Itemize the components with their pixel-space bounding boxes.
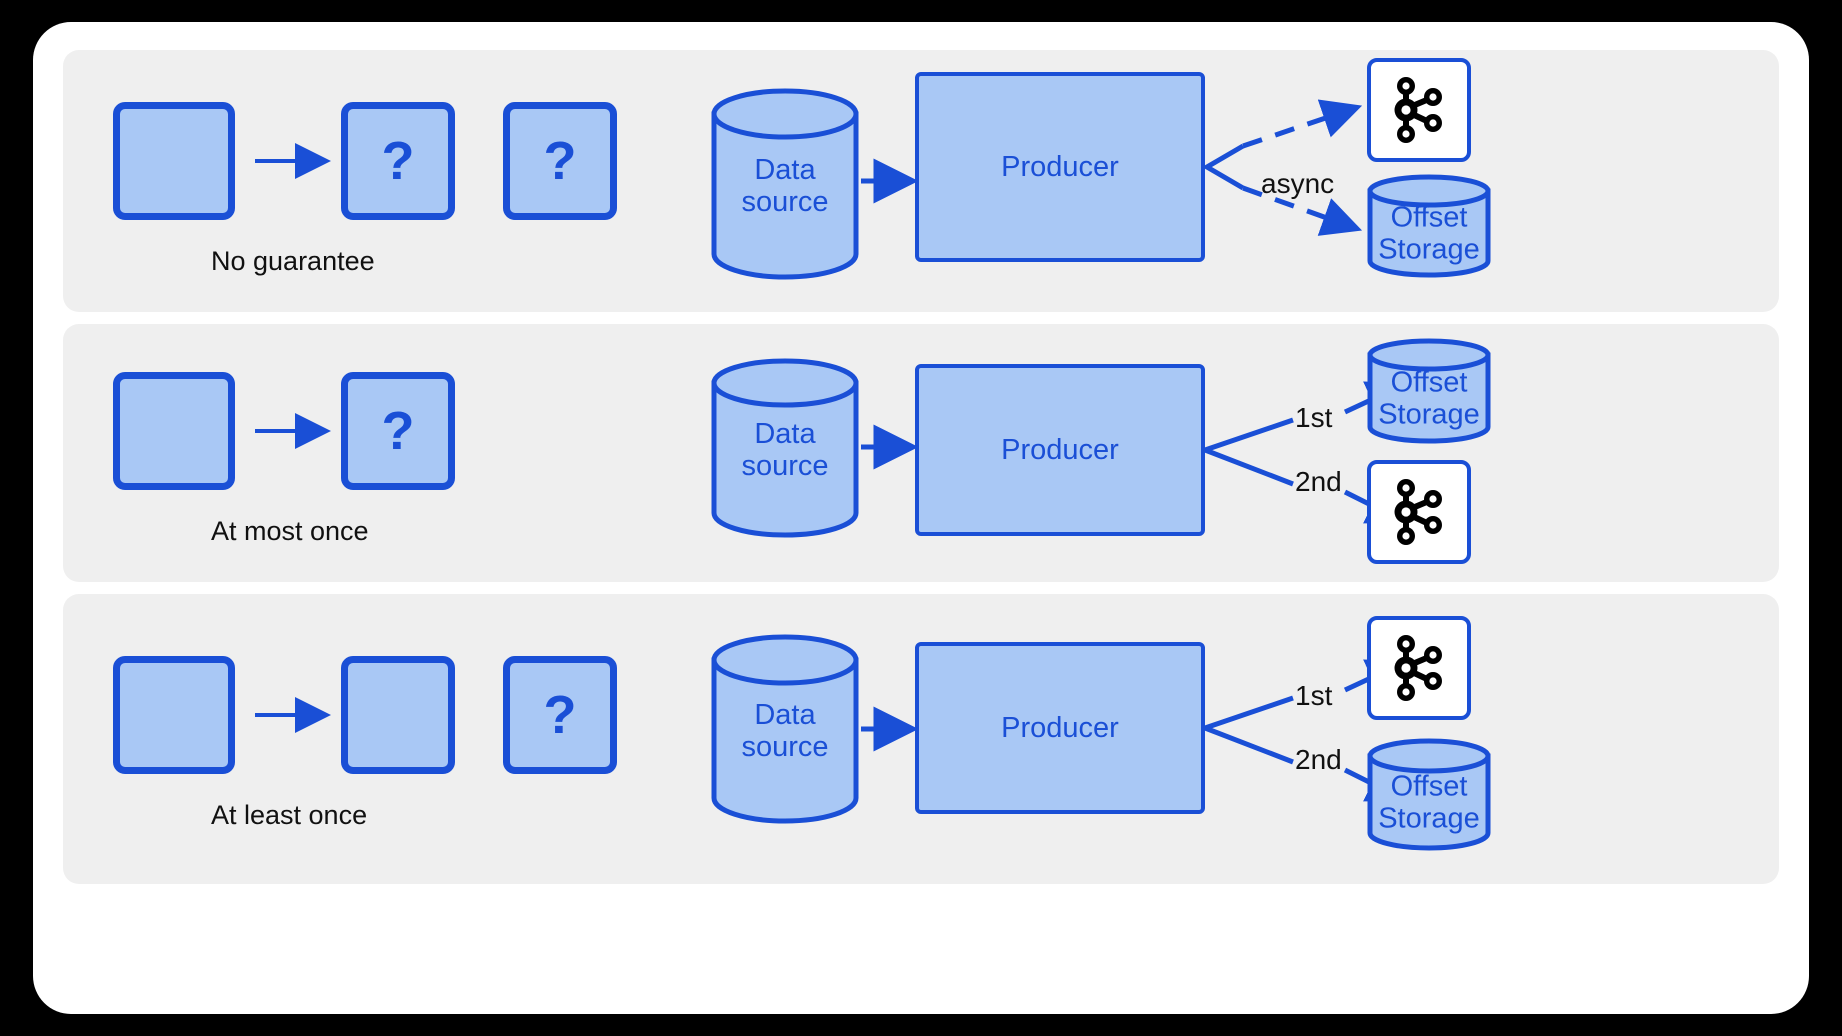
kafka-tile bbox=[1367, 58, 1471, 162]
message-box-unknown-1: ? bbox=[341, 102, 455, 220]
kafka-tile bbox=[1367, 616, 1471, 720]
data-source-cylinder: Data source bbox=[711, 634, 859, 824]
row-caption-no-guarantee: No guarantee bbox=[211, 246, 375, 276]
message-box-delivered-2 bbox=[341, 656, 455, 774]
row-at-least-once: ? At least once Data source bbox=[63, 594, 1779, 884]
offset-storage-cylinder: Offset Storage bbox=[1367, 174, 1491, 278]
row-caption-at-most-once: At most once bbox=[211, 516, 369, 546]
diagram-card: ? ? No guarantee Data source bbox=[33, 22, 1809, 1014]
message-box-unknown-1: ? bbox=[503, 656, 617, 774]
edge-label-async: async bbox=[1261, 168, 1335, 199]
message-box-delivered-1 bbox=[113, 656, 235, 774]
message-box-unknown-2: ? bbox=[503, 102, 617, 220]
offset-storage-cylinder: Offset Storage bbox=[1367, 738, 1491, 852]
data-source-cylinder: Data source bbox=[711, 358, 859, 538]
kafka-icon bbox=[1394, 77, 1442, 143]
offset-storage-cylinder: Offset Storage bbox=[1367, 338, 1491, 444]
row-at-most-once: ? At most once Data source bbox=[63, 324, 1779, 582]
producer-node: Producer bbox=[915, 364, 1205, 536]
message-box-delivered bbox=[113, 102, 235, 220]
edge-label-first: 1st bbox=[1295, 402, 1333, 433]
edge-label-second: 2nd bbox=[1295, 466, 1342, 497]
producer-node: Producer bbox=[915, 72, 1205, 262]
message-box-unknown-1: ? bbox=[341, 372, 455, 490]
kafka-icon bbox=[1394, 479, 1442, 545]
edge-label-first: 1st bbox=[1295, 680, 1333, 711]
kafka-icon bbox=[1394, 635, 1442, 701]
row-no-guarantee: ? ? No guarantee Data source bbox=[63, 50, 1779, 312]
edge-label-second: 2nd bbox=[1295, 744, 1342, 775]
producer-node: Producer bbox=[915, 642, 1205, 814]
kafka-tile bbox=[1367, 460, 1471, 564]
row-caption-at-least-once: At least once bbox=[211, 800, 368, 830]
data-source-cylinder: Data source bbox=[711, 88, 859, 280]
message-box-delivered bbox=[113, 372, 235, 490]
